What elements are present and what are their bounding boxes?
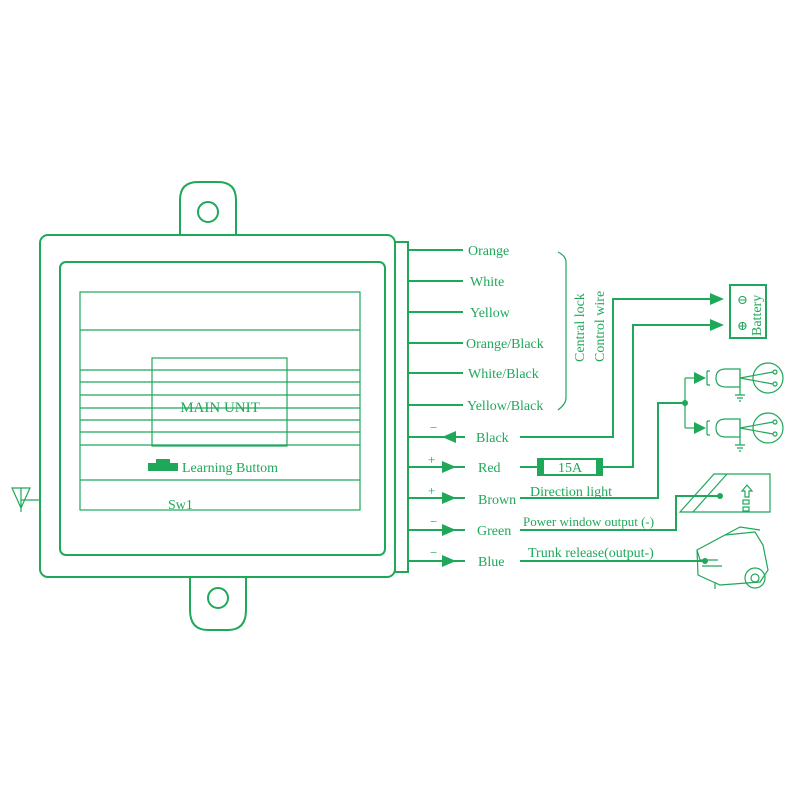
top-mount-tab [179,181,237,235]
car-trunk-icon [696,526,769,589]
panel [79,291,361,511]
arrow-in-icon [442,431,456,443]
wire-label: Green [477,524,511,539]
group-bracket [557,251,567,411]
inner-case [59,261,386,556]
power-window-icon [678,473,771,513]
wire-label: White/Black [468,367,539,382]
main-unit-title: MAIN UNIT [180,400,260,416]
arrow-icon [710,293,724,305]
group-label-line2: Control wire [593,291,608,362]
learning-button-icon[interactable] [148,459,178,471]
polarity: + [428,452,435,467]
wire-label: Red [478,461,501,476]
direction-light-label: Direction light [530,485,612,500]
wire-label: Blue [478,555,504,570]
wire-label: Yellow/Black [467,399,543,414]
arrow-out-icon [442,555,456,567]
power-window-label: Power window output (-) [523,514,654,529]
antenna-icon [11,487,40,512]
polarity: − [430,514,437,529]
switch-label: Sw1 [168,498,193,513]
polarity: − [430,420,437,435]
learning-button-label: Learning Buttom [182,461,278,476]
connector [394,241,409,573]
bottom-mount-tab [189,577,247,631]
fuse: 15A [537,458,603,476]
arrow-out-icon [442,492,456,504]
panel-lines [80,329,360,481]
lamp-icon [685,362,784,402]
arrow-icon [710,319,724,331]
battery-label: Battery [750,295,765,336]
lamp-icon [685,412,784,452]
polarity: − [430,545,437,560]
wire-label: Yellow [470,306,511,321]
wire-labels: Orange White Yellow Orange/Black White/B… [466,244,544,570]
arrow-out-icon [442,461,456,473]
wire-label: Black [476,431,509,446]
group-label-line1: Central lock [573,293,588,362]
wire-label: White [470,275,504,290]
polarity: + [428,483,435,498]
battery-pos: ⊕ [737,318,748,333]
main-unit: MAIN UNIT Learning Buttom Sw1 [11,181,409,631]
battery: ⊖ ⊕ Battery [729,284,767,339]
main-unit-label-box [151,357,288,447]
trunk-release-label: Trunk release(output-) [528,546,654,561]
fuse-label: 15A [558,461,583,476]
wire-label: Brown [478,493,516,508]
wire-arrows [442,431,456,567]
mount-hole [197,201,219,223]
battery-neg: ⊖ [737,292,748,307]
mount-hole [207,587,229,609]
arrow-out-icon [442,524,456,536]
wire-label: Orange/Black [466,337,544,352]
wire-label: Orange [468,244,509,259]
